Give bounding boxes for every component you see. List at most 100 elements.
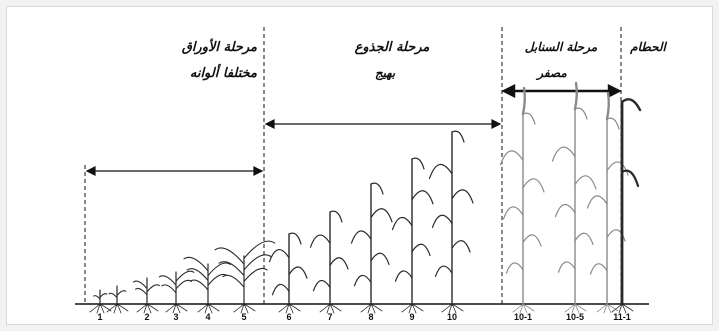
plant-10-leaf-4 [428,163,453,180]
plant-11-1-leaf [620,169,640,188]
plant-1a-leaf-0 [93,295,101,300]
plant-3-leaf-1 [175,279,192,290]
plant-3-roots [165,303,188,314]
plant-3-leaf-0 [161,284,177,294]
plant-9-leaf-3 [411,190,434,205]
jointing-stage-arrow [264,119,502,129]
plant-7-leaf-1 [329,257,349,270]
plant-9-leaf-1 [411,243,431,256]
plant-10-leaf-1 [451,240,471,253]
plant-10-5-roots [564,303,587,314]
stage-number-4: 4 [205,312,210,322]
plant-10-1-leaf-3 [522,178,545,193]
stage-number-8: 8 [368,312,373,322]
plant-10-5-head [573,81,578,111]
plant-7-leaf-2 [309,234,331,248]
plant-2-leaf-2 [132,280,148,290]
plant-10-5b-leaf-0 [589,263,608,275]
plant-4-leaf-2 [186,268,209,281]
plant-3-leaf-2 [158,275,177,286]
stage-number-5: 5 [241,312,246,322]
stage-number-10-5: 10-5 [566,312,584,322]
stage-number-7: 7 [327,312,332,322]
plant-10-5-leaf-2 [554,204,576,218]
plant-9-roots [401,303,424,314]
plant-6-leaf-1 [288,266,308,279]
plant-10-1-leaf-0 [505,262,524,274]
plant-5-roots [233,303,256,314]
plant-10-5b-roots [596,303,619,314]
plant-10-5b-flag [606,117,620,130]
plant-2-leaf-0 [135,287,148,296]
plant-11-1-ear [620,98,642,112]
stage-number-1: 1 [97,312,102,322]
plant-6-flag [288,232,302,245]
plant-1b-leaf-0 [108,292,118,299]
plant-8-leaf-3 [370,208,393,223]
growth-stages-figure: مرحلة الأوراق مختلفا ألوانه مرحلة الجذوع… [6,6,713,325]
stage-number-9: 9 [409,312,414,322]
plant-10-5b-head [605,91,610,121]
plant-2-roots [136,303,159,314]
plant-5-leaf-4 [214,247,245,265]
stage-number-11-1: 11-1 [613,312,631,322]
plant-6-roots [278,303,301,314]
plant-10-1-flag [522,112,536,125]
plant-8-flag [370,182,384,195]
stage-number-6: 6 [286,312,291,322]
plant-5-leaf-0 [222,274,245,288]
plant-5-leaf-3 [243,254,272,271]
plant-1b-leaf-1 [116,290,127,297]
plant-10-leaf-3 [451,189,474,204]
plant-8-leaf-2 [350,230,372,244]
plant-2-leaf-1 [146,284,161,293]
stage-number-10: 10 [447,312,457,322]
plant-10-1-roots [512,303,535,314]
plant-10-roots [441,303,464,314]
plant-10-5-leaf-0 [557,261,576,273]
plant-3-leaf-3 [175,270,195,282]
heading-stage-arrow [501,84,622,98]
jointing-stage-subtitle: بهيج [375,66,396,81]
plant-9-leaf-0 [394,270,413,282]
plant-7-roots [319,303,342,314]
plant-10-5b-leaf-1 [606,229,626,242]
plant-5-leaf-1 [243,267,268,282]
plant-10-5-flag [574,107,588,120]
leaf-stage-subtitle: مختلفا ألوانه [190,63,257,81]
leaf-stage-title: مرحلة الأوراق [182,38,257,55]
plant-9-leaf-2 [391,216,413,231]
plant-10-5-leaf-3 [574,175,597,190]
plant-10-5-leaf-1 [574,232,594,246]
plant-10-5b-leaf-2 [586,195,608,209]
plant-8-roots [360,303,383,314]
plant-4-roots [197,303,220,314]
heading-stage-title: مرحلة السنابل [525,40,598,55]
leaf-stage-arrow [85,166,264,176]
plant-7-flag [329,210,343,223]
plant-10-flag [451,130,465,143]
plant-10-leaf-0 [434,265,453,277]
plant-1b-roots [106,303,129,314]
growth-stages-diagram: مرحلة الأوراق مختلفا ألوانه مرحلة الجذوع… [75,27,667,322]
plant-9-flag [411,157,425,170]
plant-10-5b-leaf-3 [606,161,629,176]
plant-8-leaf-0 [353,274,372,287]
stage-number-10-1: 10-1 [514,312,532,322]
plant-4-leaf-4 [183,256,209,272]
plant-10-1-head [521,86,526,116]
plant-5-leaf-2 [218,261,245,277]
stage-number-3: 3 [173,312,178,322]
plant-8-leaf-1 [370,252,390,265]
stage-number-2: 2 [144,312,149,322]
plant-11-1-roots [611,303,634,314]
plant-10-1-leaf-1 [522,234,542,247]
plant-1a-leaf-1 [99,293,108,298]
plant-10-leaf-2 [431,214,453,229]
plant-4-leaf-3 [207,262,231,277]
plant-5-leaf-5 [243,240,276,259]
jointing-stage-title: مرحلة الجذوع [355,40,430,55]
plant-10-1-leaf-4 [499,150,524,166]
plant-4-leaf-0 [189,279,209,291]
heading-stage-subtitle: مصفر [535,66,567,81]
